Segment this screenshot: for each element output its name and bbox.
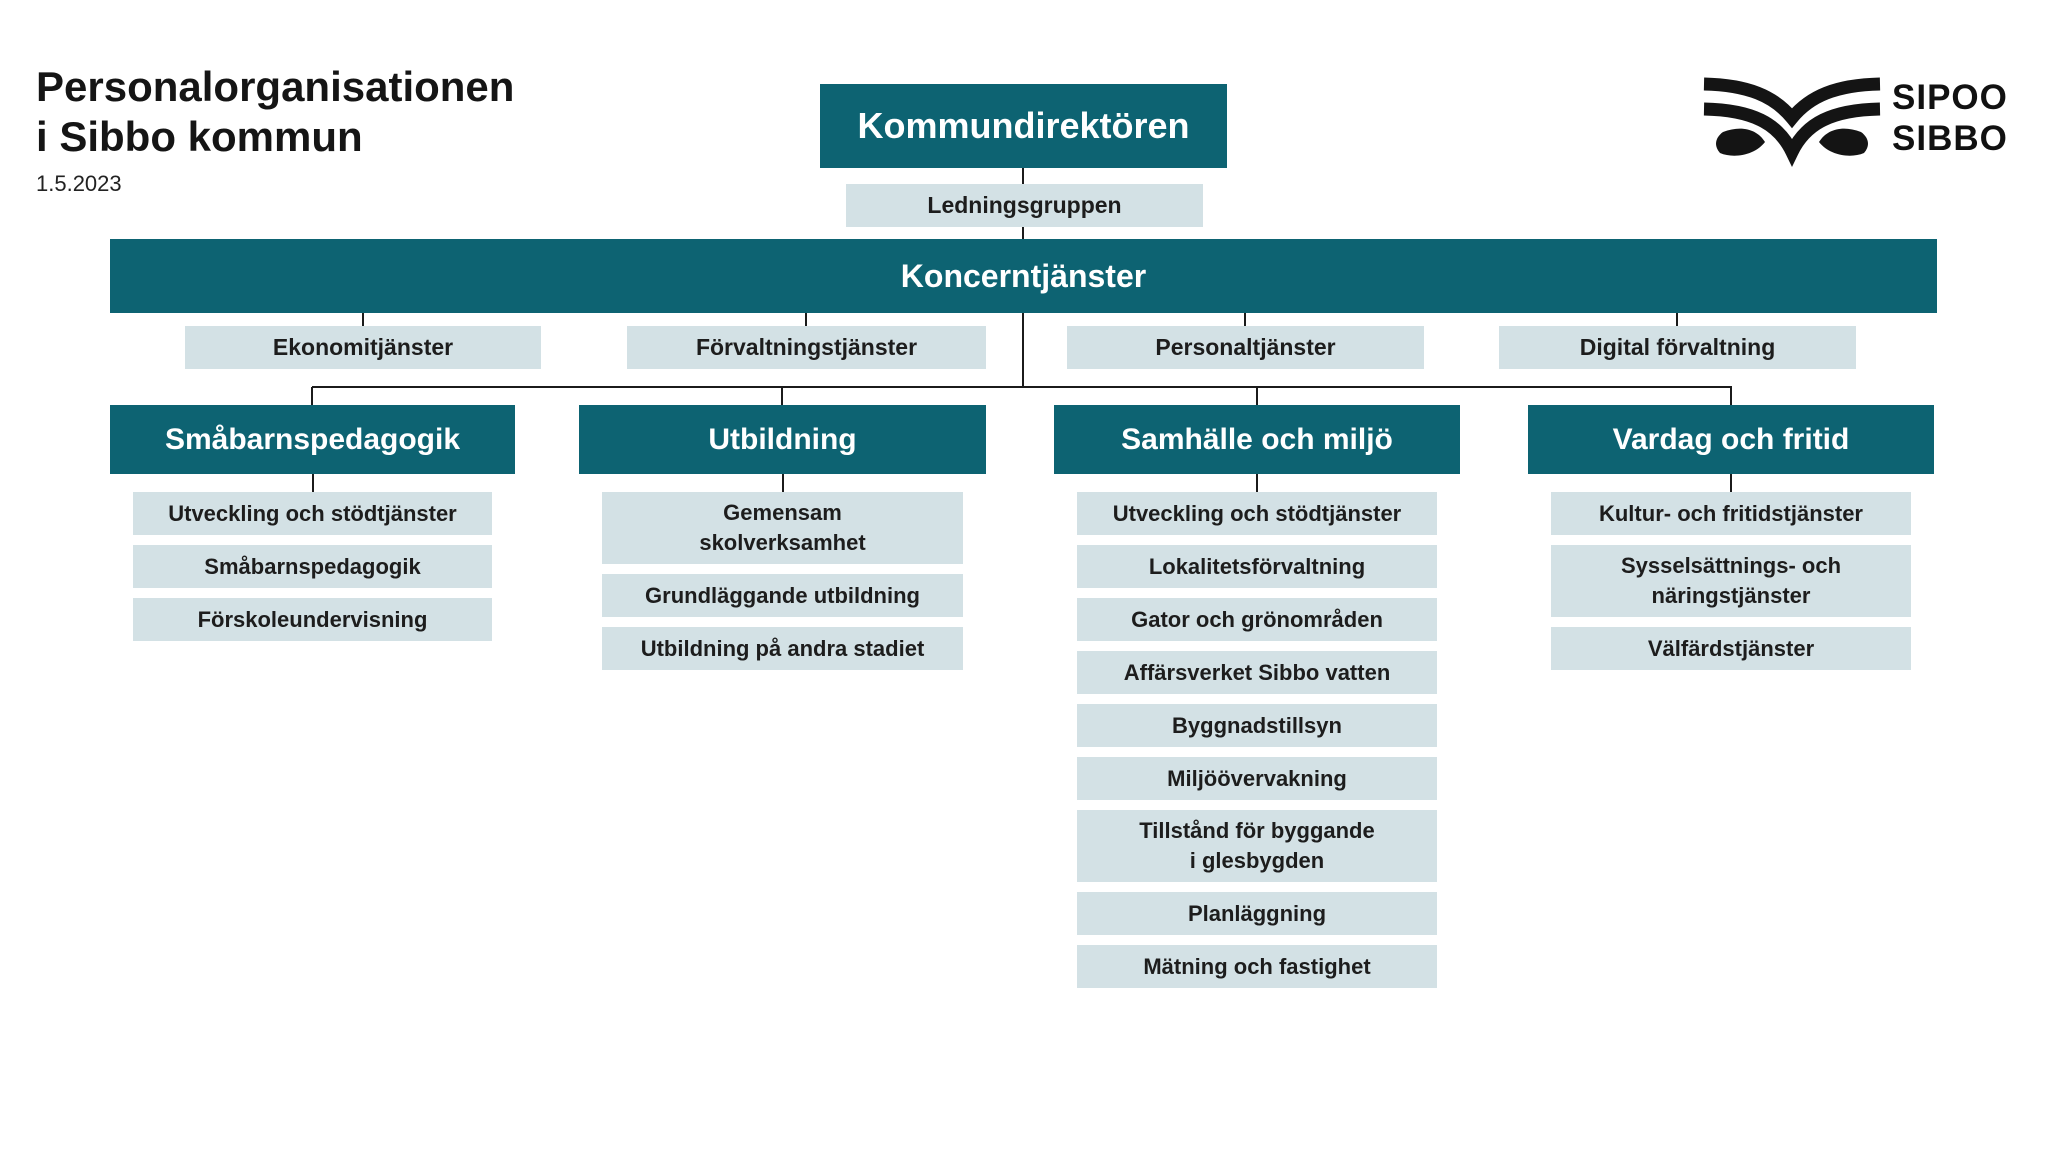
unit-box: Byggnadstillsyn bbox=[1077, 704, 1437, 747]
unit-box: Miljöövervakning bbox=[1077, 757, 1437, 800]
page-title: Personalorganisationen i Sibbo kommun 1.… bbox=[36, 62, 514, 197]
connector-concern-unit-1 bbox=[362, 313, 364, 326]
unit-box: Kultur- och fritidstjänster bbox=[1551, 492, 1911, 535]
unit-box: Välfärdstjänster bbox=[1551, 627, 1911, 670]
unit-box: Grundläggande utbildning bbox=[602, 574, 963, 617]
connector-header-items bbox=[1730, 474, 1732, 492]
logo-name-fi: SIPOO bbox=[1892, 78, 2008, 117]
unit-box: Sysselsättnings- och näringstjänster bbox=[1551, 545, 1911, 617]
unit-box: Affärsverket Sibbo vatten bbox=[1077, 651, 1437, 694]
connector-rail-dept-1 bbox=[311, 387, 313, 405]
connector-rail-dept-2 bbox=[781, 387, 783, 405]
department-header: Småbarnspedagogik bbox=[110, 405, 515, 474]
department-items: Kultur- och fritidstjänster Sysselsättni… bbox=[1551, 492, 1911, 670]
node-ledningsgruppen: Ledningsgruppen bbox=[846, 184, 1203, 227]
unit-box: Tillstånd för byggande i glesbygden bbox=[1077, 810, 1437, 882]
connector-rail-dept-4 bbox=[1730, 387, 1732, 405]
connector-concern-unit-3 bbox=[1244, 313, 1246, 326]
department-samhalle-och-miljo: Samhälle och miljö Utveckling och stödtj… bbox=[1054, 405, 1460, 988]
department-header: Utbildning bbox=[579, 405, 986, 474]
unit-box: Förskoleundervisning bbox=[133, 598, 492, 641]
page-date: 1.5.2023 bbox=[36, 171, 122, 196]
unit-box: Utveckling och stödtjänster bbox=[133, 492, 492, 535]
unit-box: Lokalitetsförvaltning bbox=[1077, 545, 1437, 588]
unit-box: Utbildning på andra stadiet bbox=[602, 627, 963, 670]
node-personaltjanster: Personaltjänster bbox=[1067, 326, 1424, 369]
department-smabarnspedagogik: Småbarnspedagogik Utveckling och stödtjä… bbox=[110, 405, 515, 641]
department-items: Gemensam skolverksamhet Grundläggande ut… bbox=[602, 492, 963, 670]
node-ekonomitjanster: Ekonomitjänster bbox=[185, 326, 541, 369]
unit-box: Planläggning bbox=[1077, 892, 1437, 935]
unit-box: Utveckling och stödtjänster bbox=[1077, 492, 1437, 535]
connector-rail-dept-3 bbox=[1256, 387, 1258, 405]
page-title-line1: Personalorganisationen bbox=[36, 63, 515, 110]
node-digital-forvaltning: Digital förvaltning bbox=[1499, 326, 1856, 369]
unit-box: Småbarnspedagogik bbox=[133, 545, 492, 588]
page-title-line2: i Sibbo kommun bbox=[36, 113, 363, 160]
logo-name-sv: SIBBO bbox=[1892, 119, 2008, 158]
department-header: Samhälle och miljö bbox=[1054, 405, 1460, 474]
department-items: Utveckling och stödtjänster Småbarnspeda… bbox=[133, 492, 492, 641]
sipoo-sibbo-logo-icon bbox=[1700, 70, 1884, 170]
unit-box: Mätning och fastighet bbox=[1077, 945, 1437, 988]
department-vardag-och-fritid: Vardag och fritid Kultur- och fritidstjä… bbox=[1528, 405, 1934, 670]
connector-staff-concern bbox=[1022, 227, 1024, 239]
connector-header-items bbox=[781, 474, 784, 492]
department-utbildning: Utbildning Gemensam skolverksamhet Grund… bbox=[579, 405, 986, 670]
node-kommundirektoren: Kommundirektören bbox=[820, 84, 1227, 168]
department-header: Vardag och fritid bbox=[1528, 405, 1934, 474]
connector-header-items bbox=[1256, 474, 1258, 492]
connector-header-items bbox=[311, 474, 314, 492]
unit-box: Gator och grönområden bbox=[1077, 598, 1437, 641]
unit-box: Gemensam skolverksamhet bbox=[602, 492, 963, 564]
node-forvaltningstjanster: Förvaltningstjänster bbox=[627, 326, 986, 369]
connector-concern-unit-2 bbox=[805, 313, 807, 326]
node-koncerntjanster: Koncerntjänster bbox=[110, 239, 1937, 313]
connector-concern-trunk bbox=[1022, 313, 1024, 387]
logo-wordmark: SIPOO SIBBO bbox=[1892, 77, 2008, 159]
connector-department-rail bbox=[312, 386, 1732, 388]
department-items: Utveckling och stödtjänster Lokalitetsfö… bbox=[1077, 492, 1437, 988]
connector-root-staff bbox=[1022, 168, 1024, 184]
connector-concern-unit-4 bbox=[1676, 313, 1678, 326]
